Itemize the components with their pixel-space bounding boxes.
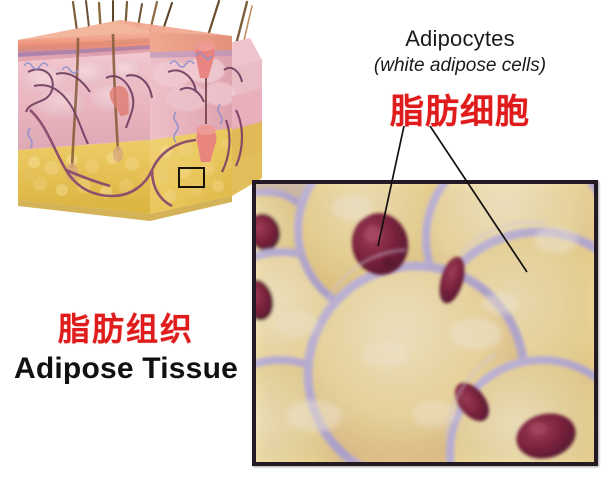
nerve-fibers — [23, 52, 223, 149]
adipocyte-micrograph-svg — [256, 184, 594, 462]
blood-vessels — [25, 66, 243, 145]
skin-block-svg — [18, 0, 262, 221]
adipose-tissue-label-english: Adipose Tissue — [14, 352, 238, 385]
callout-highlight-box — [178, 167, 205, 188]
adipocytes-title: Adipocytes — [405, 26, 515, 51]
white-adipose-cells-subtitle: (white adipose cells) — [373, 55, 547, 76]
adipocytes-title-chinese: 脂肪细胞 — [390, 93, 530, 131]
skin-cross-section-diagram — [0, 0, 270, 240]
adipose-tissue-label-chinese: 脂肪组织 — [57, 311, 194, 347]
adipocyte-micrograph-panel — [252, 180, 598, 466]
